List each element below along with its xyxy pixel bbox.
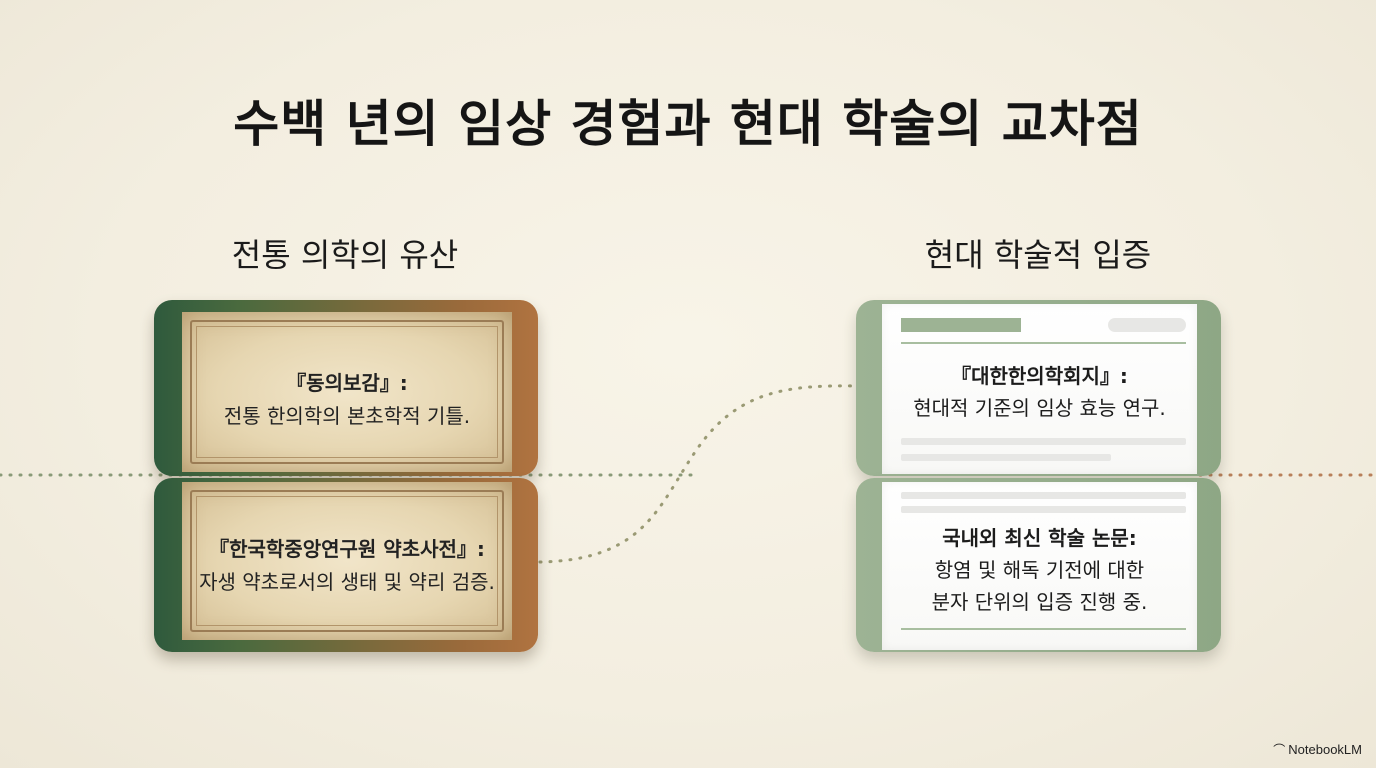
notebooklm-brand: ⌒NotebookLM bbox=[1273, 742, 1362, 757]
parchment-panel: 『동의보감』: 전통 한의학의 본초학적 기틀. bbox=[182, 312, 512, 472]
ornate-frame bbox=[190, 320, 504, 464]
notebooklm-logo-icon: ⌒ bbox=[1273, 743, 1286, 757]
scroll-card-herb-dictionary: 『한국학중앙연구원 약초사전』: 자생 약초로서의 생태 및 약리 검증. bbox=[154, 478, 538, 652]
divider-line bbox=[901, 342, 1186, 344]
card-title: 『대한한의학회지』: bbox=[951, 364, 1128, 388]
placeholder-line bbox=[901, 438, 1186, 445]
document-card-journal: 『대한한의학회지』: 현대적 기준의 임상 효능 연구. bbox=[856, 300, 1221, 476]
curved-dotted-connector bbox=[538, 384, 858, 564]
placeholder-line bbox=[901, 492, 1186, 499]
card-title: 국내외 최신 학술 논문: bbox=[942, 526, 1137, 550]
placeholder-line bbox=[901, 454, 1111, 461]
divider-line bbox=[901, 628, 1186, 630]
parchment-panel: 『한국학중앙연구원 약초사전』: 자생 약초로서의 생태 및 약리 검증. bbox=[182, 482, 512, 640]
placeholder-line bbox=[901, 506, 1186, 513]
scroll-card-donguibogam: 『동의보감』: 전통 한의학의 본초학적 기틀. bbox=[154, 300, 538, 476]
card-text-line1: 항염 및 해독 기전에 대한 bbox=[934, 558, 1145, 582]
header-bar bbox=[901, 318, 1021, 332]
card-text: 현대적 기준의 임상 효능 연구. bbox=[913, 396, 1166, 420]
document-card-papers: 국내외 최신 학술 논문: 항염 및 해독 기전에 대한 분자 단위의 입증 진… bbox=[856, 478, 1221, 652]
card-title: 『동의보감』: bbox=[286, 371, 408, 395]
card-text: 전통 한의학의 본초학적 기틀. bbox=[223, 404, 471, 428]
paper-panel: 국내외 최신 학술 논문: 항염 및 해독 기전에 대한 분자 단위의 입증 진… bbox=[882, 482, 1197, 650]
right-column-heading: 현대 학술적 입증 bbox=[924, 236, 1152, 274]
page-title: 수백 년의 임상 경험과 현대 학술의 교차점 bbox=[233, 94, 1143, 153]
header-pill bbox=[1108, 318, 1186, 332]
card-title: 『한국학중앙연구원 약초사전』: bbox=[209, 537, 485, 561]
card-text-line2: 분자 단위의 입증 진행 중. bbox=[931, 590, 1148, 614]
card-text: 자생 약초로서의 생태 및 약리 검증. bbox=[199, 570, 495, 594]
ornate-frame bbox=[190, 490, 504, 632]
paper-panel: 『대한한의학회지』: 현대적 기준의 임상 효능 연구. bbox=[882, 304, 1197, 474]
left-column-heading: 전통 의학의 유산 bbox=[231, 236, 459, 274]
